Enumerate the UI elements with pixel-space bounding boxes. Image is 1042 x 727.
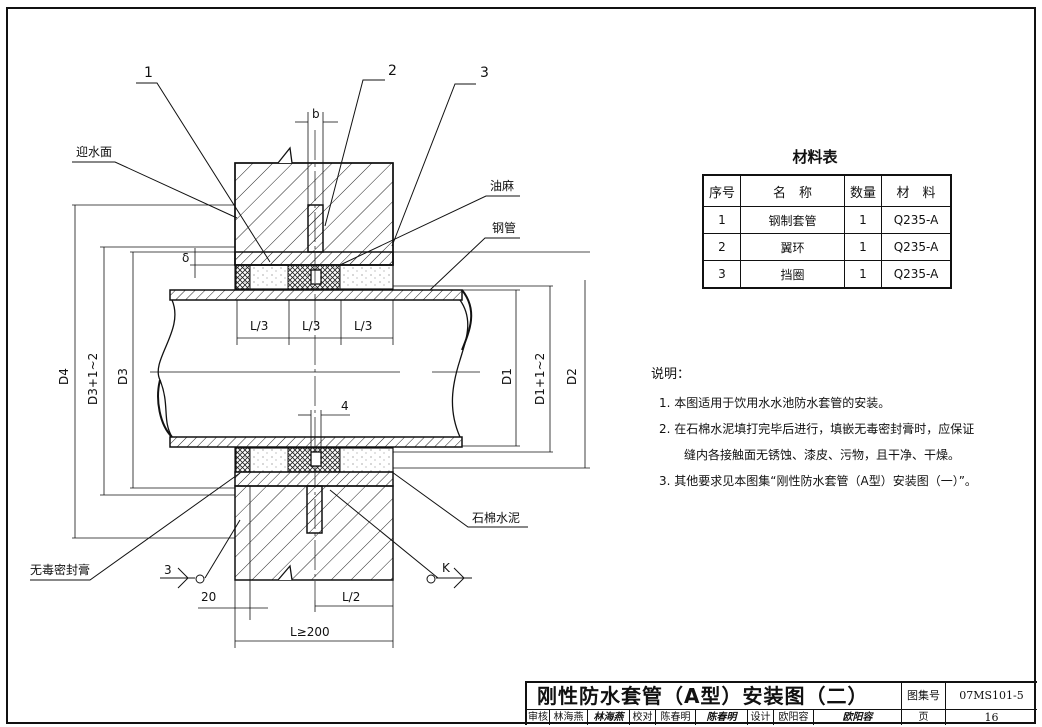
weld-mark-left <box>160 567 205 589</box>
note-item: 2. 在石棉水泥填打完毕后进行，填嵌无毒密封膏时，应保证 <box>659 422 975 436</box>
retaining-ring-lower <box>310 451 322 467</box>
table-row: 2 翼环 1 Q235-A <box>702 233 952 261</box>
dim-third-3: L/3 <box>354 319 372 333</box>
atlas-label: 图集号 <box>901 683 945 709</box>
drawing-title: 刚性防水套管（A型）安装图（二） <box>537 684 869 708</box>
notes: 说明： 1. 本图适用于饮用水水池防水套管的安装。 2. 在石棉水泥填打完毕后进… <box>651 362 977 494</box>
dim-b <box>295 112 338 205</box>
header-no: 序号 <box>702 174 741 207</box>
page-number: 16 <box>945 710 1037 725</box>
dim-D1: D1 <box>500 368 514 385</box>
row-name: 钢制套管 <box>740 206 845 234</box>
materials-table-title: 材料表 <box>792 148 838 166</box>
weld-mark-right <box>426 567 472 589</box>
wall-lower <box>234 447 394 620</box>
dim-20: 20 <box>201 590 216 604</box>
reviewer-name: 林海燕 <box>549 710 587 725</box>
row-no: 1 <box>702 206 741 234</box>
label-asbestos-cement: 石棉水泥 <box>472 511 520 525</box>
steel-sleeve-upper <box>234 251 394 266</box>
dim-D4: D4 <box>57 368 71 385</box>
check-label: 校对 <box>629 710 655 725</box>
designer-signature: 欧阳容 <box>813 710 901 725</box>
note-item: 3. 其他要求见本图集“刚性防水套管（A型）安装图（一）”。 <box>659 474 977 488</box>
title-block-row-2: 审核 林海燕 林海燕 校对 陈春明 陈春明 设计 欧阳容 欧阳容 页 16 <box>527 710 1037 725</box>
dim-D3-tol: D3+1~2 <box>86 353 100 405</box>
steel-pipe <box>150 130 480 600</box>
note-item: 1. 本图适用于饮用水水池防水套管的安装。 <box>659 396 891 410</box>
dim-b-label: b <box>312 107 320 121</box>
checker-name: 陈春明 <box>655 710 695 725</box>
title-block-row-1: 刚性防水套管（A型）安装图（二） 图集号 07MS101-5 <box>527 683 1037 710</box>
row-qty: 1 <box>844 260 882 289</box>
dim-bottom <box>198 580 394 648</box>
table-row: 1 钢制套管 1 Q235-A <box>702 206 952 234</box>
materials-header-row: 序号 名 称 数量 材 料 <box>702 174 952 207</box>
weld-mark-right-label: K <box>442 561 451 575</box>
label-nontoxic-sealant: 无毒密封膏 <box>30 562 90 577</box>
header-name: 名 称 <box>740 174 845 207</box>
row-no: 2 <box>702 233 741 261</box>
row-material: Q235-A <box>881 260 952 289</box>
label-oakum: 油麻 <box>490 178 514 193</box>
row-material: Q235-A <box>881 233 952 261</box>
dim-right-verticals <box>393 251 590 469</box>
designer-name: 欧阳容 <box>773 710 813 725</box>
materials-table: 序号 名 称 数量 材 料 1 钢制套管 1 Q235-A 2 翼环 1 Q23… <box>702 174 952 289</box>
dim-thirds <box>236 300 394 345</box>
label-water-face: 迎水面 <box>76 145 112 159</box>
dim-third-1: L/3 <box>250 319 268 333</box>
checker-signature: 陈春明 <box>695 710 747 725</box>
row-material: Q235-A <box>881 206 952 234</box>
header-material: 材 料 <box>881 174 952 207</box>
label-steel-pipe: 钢管 <box>492 220 516 235</box>
steel-sleeve-lower <box>234 471 394 487</box>
note-item-continued: 缝内各接触面无锈蚀、漆皮、污物，且干净、干燥。 <box>684 448 961 462</box>
row-qty: 1 <box>844 233 882 261</box>
leader-lines <box>30 79 528 581</box>
wing-ring-lower <box>306 485 323 534</box>
drawing-frame <box>6 7 1036 724</box>
callout-3: 3 <box>480 65 489 81</box>
dim-4-label: 4 <box>341 399 349 413</box>
review-label: 审核 <box>528 712 548 723</box>
dim-D1-tol: D1+1~2 <box>533 353 547 405</box>
dim-D2: D2 <box>565 368 579 385</box>
table-row: 3 挡圈 1 Q235-A <box>702 260 952 289</box>
weld-mark-left-label: 3 <box>164 563 172 577</box>
atlas-number: 07MS101-5 <box>945 683 1037 709</box>
design-label: 设计 <box>747 710 773 725</box>
callout-2: 2 <box>388 63 397 79</box>
dim-4 <box>298 410 350 452</box>
dim-L-min: L≥200 <box>290 625 330 639</box>
dim-third-2: L/3 <box>302 319 320 333</box>
dim-delta <box>190 248 235 278</box>
row-name: 翼环 <box>740 233 845 261</box>
row-qty: 1 <box>844 206 882 234</box>
title-block: 刚性防水套管（A型）安装图（二） 图集号 07MS101-5 审核 林海燕 林海… <box>525 681 1037 725</box>
dim-delta-label: δ <box>182 251 189 265</box>
sealant-lower <box>235 447 251 473</box>
dim-D3: D3 <box>116 368 130 385</box>
row-name: 挡圈 <box>740 260 845 289</box>
retaining-ring-upper <box>310 269 322 285</box>
reviewer-signature: 林海燕 <box>587 710 629 725</box>
wing-ring-upper <box>307 204 324 253</box>
page-label: 页 <box>901 710 945 725</box>
sealant-upper <box>235 264 251 290</box>
header-qty: 数量 <box>844 174 882 207</box>
callout-1: 1 <box>144 65 153 81</box>
row-no: 3 <box>702 260 741 289</box>
dim-left-verticals <box>72 204 235 539</box>
notes-heading: 说明： <box>651 367 691 382</box>
wall-upper <box>234 146 394 290</box>
dim-half-L: L/2 <box>342 590 360 604</box>
